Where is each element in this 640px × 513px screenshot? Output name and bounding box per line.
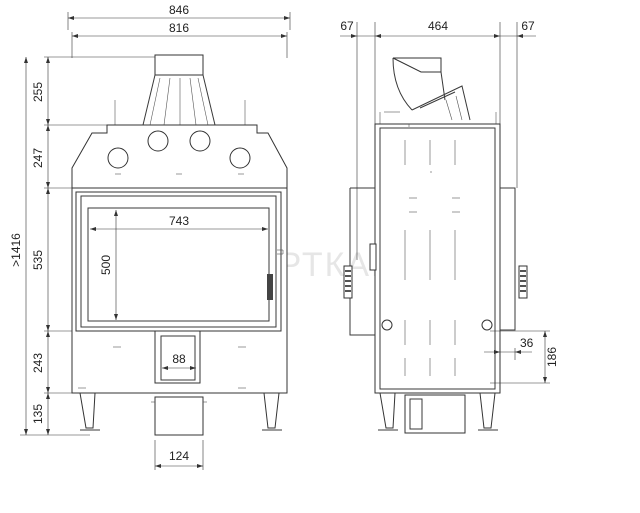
side-leg-right [479,392,496,429]
dim-overall-width: 846 [169,3,189,17]
dim-body-width: 816 [169,21,189,35]
side-leg-left [379,392,396,429]
side-flue-collar [392,57,442,73]
leg-right [263,392,280,429]
dim-glass-height: 500 [99,255,113,275]
dim-top: 255 [31,82,45,102]
dim-left-offset: 67 [340,19,354,33]
dim-legs: 135 [31,404,45,424]
side-air-inlet-flange [409,398,423,430]
back-profile [500,187,516,331]
side-flue-bracket [411,85,471,121]
side-body-inner [379,127,496,390]
side-air-inlet [404,394,466,434]
flue-collar [154,54,204,76]
air-vent-2 [147,130,169,152]
dim-inlet-height: 186 [545,347,559,367]
air-inlet-pipe [154,396,204,436]
dim-inlet-offset: 36 [520,336,534,350]
dim-inlet-width: 124 [169,449,189,463]
door-profile [349,187,375,336]
air-vent-1 [107,147,129,169]
air-intake-inner [160,335,196,381]
air-vent-4 [229,147,251,169]
side-flue-elbow [392,57,446,111]
dim-door: 535 [31,250,45,270]
air-vent-3 [189,130,211,152]
dim-upper: 247 [31,148,45,168]
air-intake-box [154,330,201,384]
side-grooves [404,140,456,376]
door-glass [87,207,270,322]
dim-glass-width: 743 [169,214,189,228]
dim-total-height: >1416 [9,233,23,267]
door-handle [267,274,273,300]
fireplace-hood [71,124,288,189]
side-port-left [381,319,393,331]
dim-right-offset: 67 [521,19,535,33]
dim-outlet-width: 88 [172,352,186,366]
dim-lower: 243 [31,353,45,373]
door-inner-frame [80,195,277,328]
front-view: 846 816 743 500 88 124 >1416 255 24 [9,3,291,470]
flue-cone [142,74,216,126]
door-hinge [369,243,377,271]
flue-ribs [149,77,209,126]
leg-left [79,392,96,429]
dim-depth: 464 [428,19,448,33]
side-port-right [481,319,493,331]
door-frame [75,191,282,332]
side-view: 67 464 67 36 186 [340,19,559,434]
side-body [374,123,501,394]
